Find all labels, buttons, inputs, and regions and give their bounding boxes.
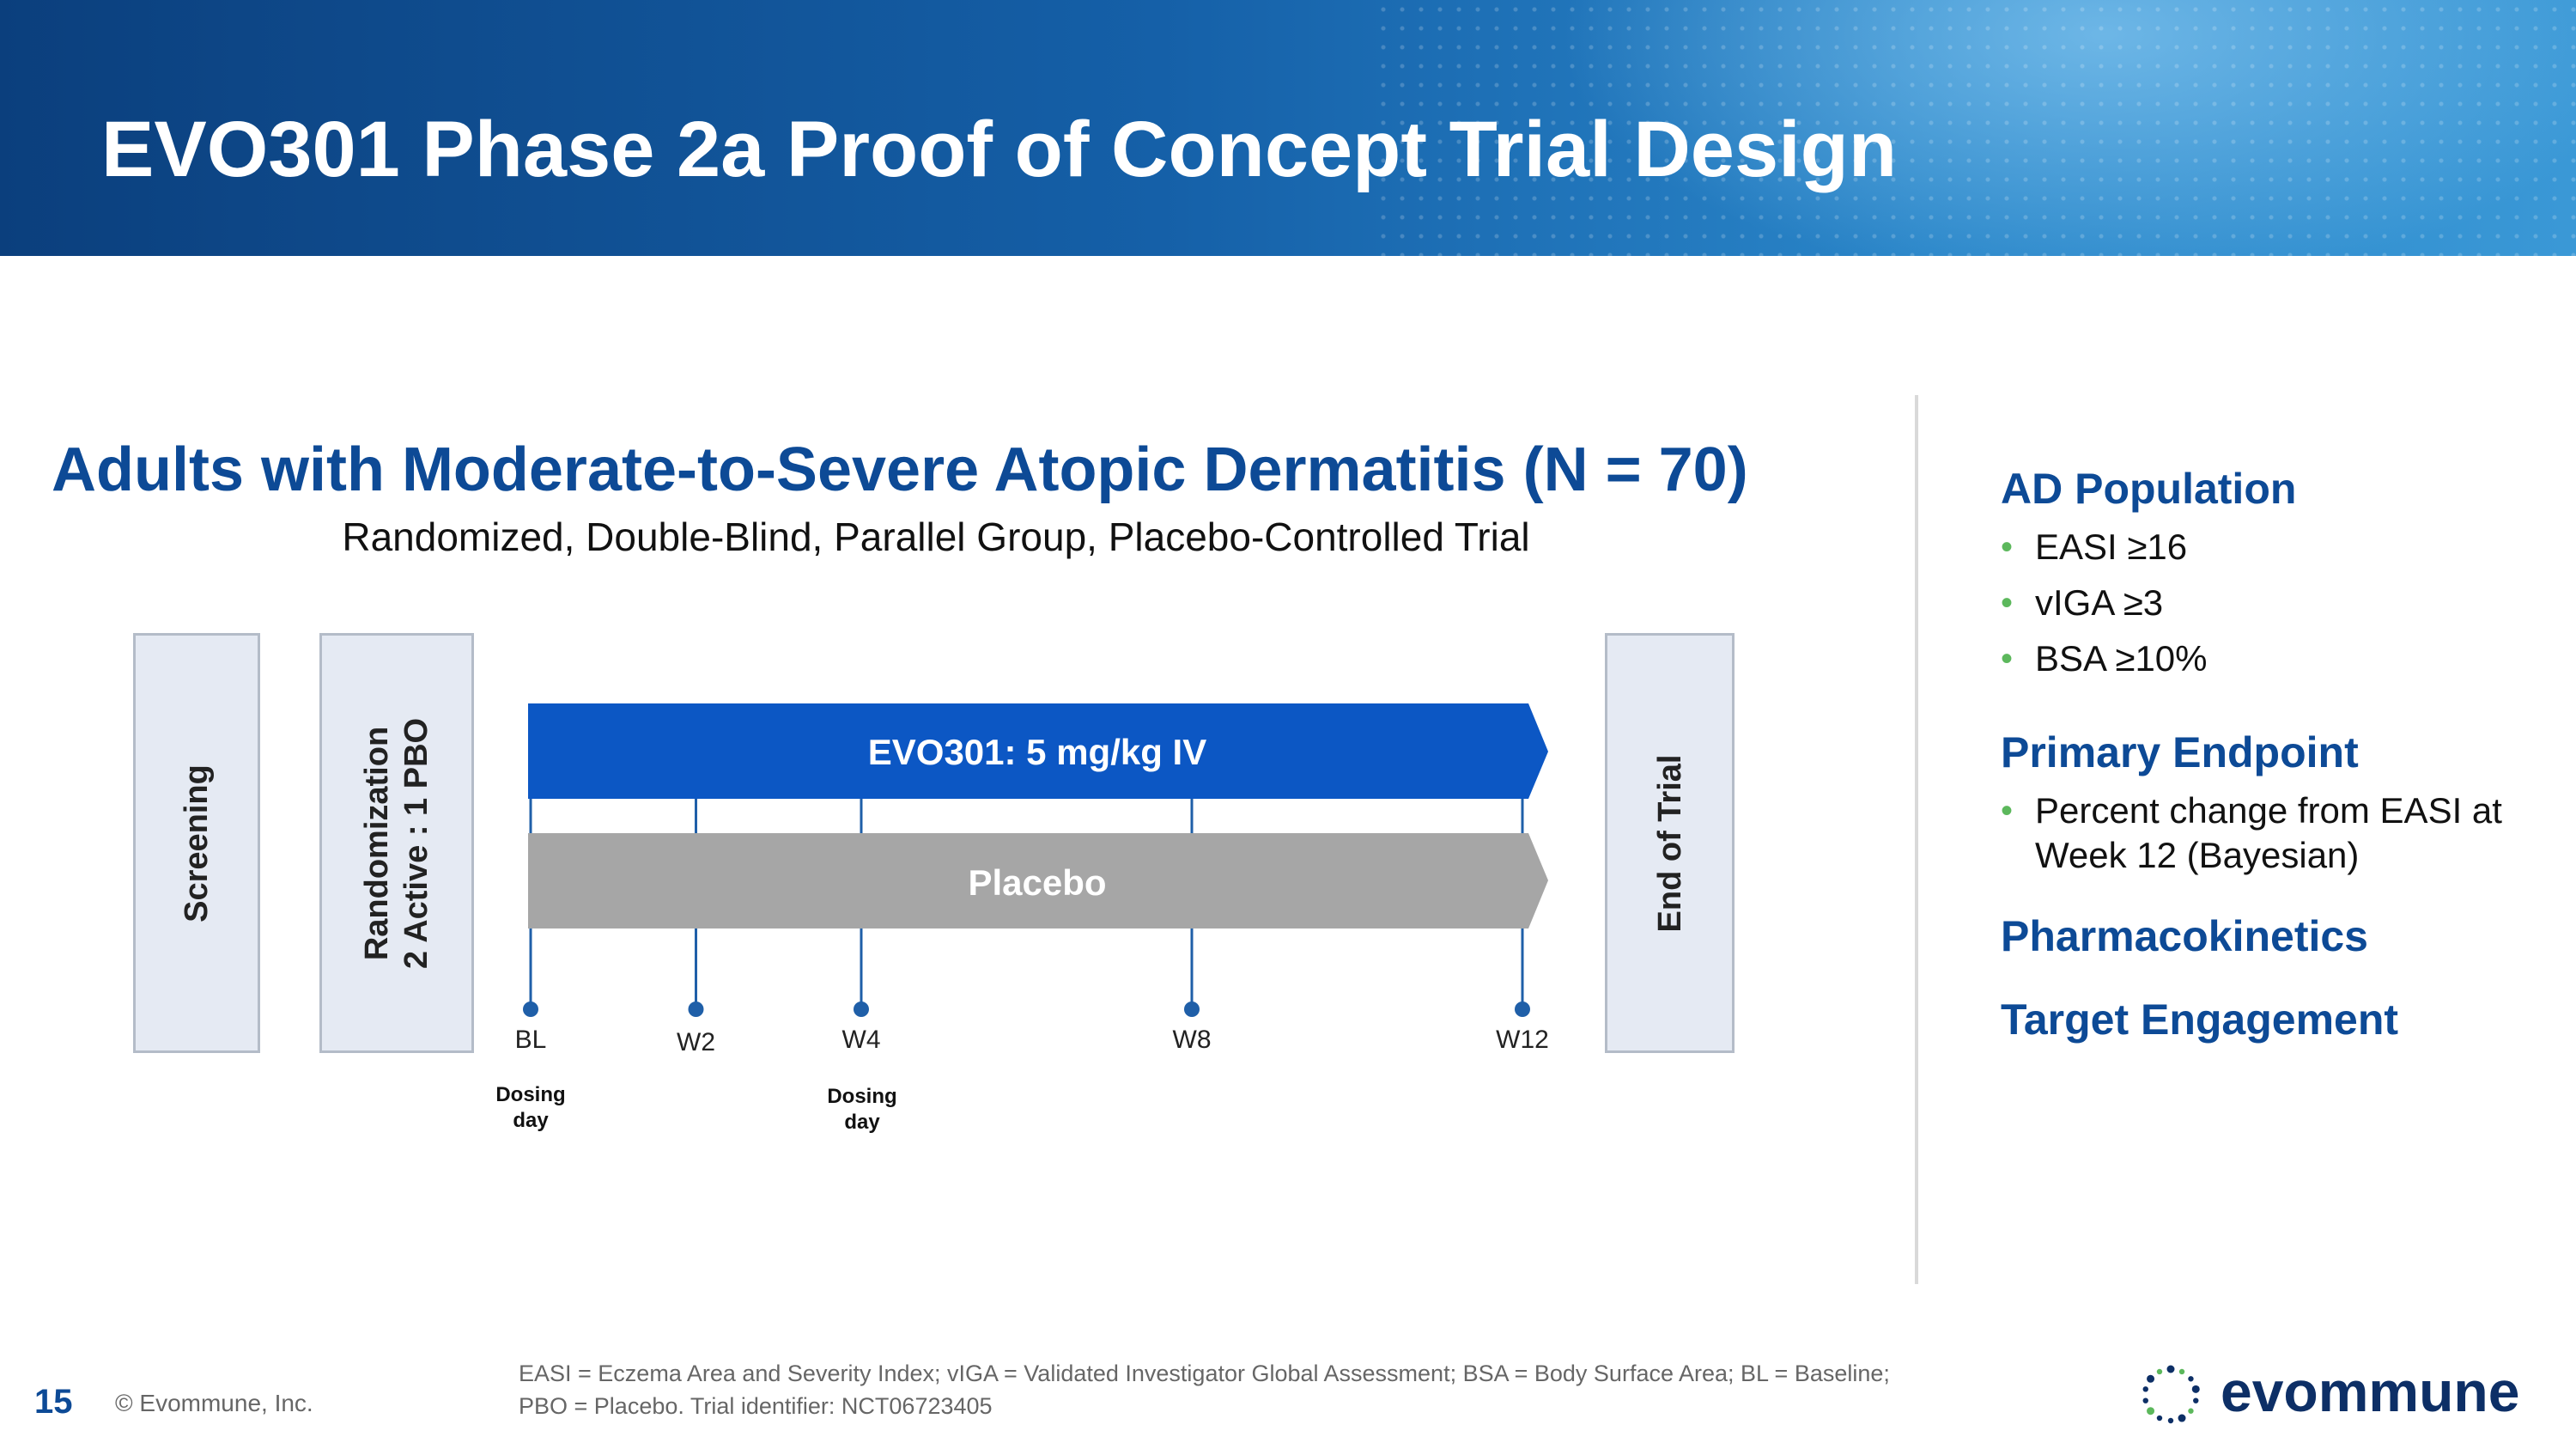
end-of-trial-label: End of Trial xyxy=(1651,754,1688,932)
page-title: EVO301 Phase 2a Proof of Concept Trial D… xyxy=(101,106,1898,193)
population-heading: AD Population xyxy=(2001,465,2297,513)
timepoint-label: W12 xyxy=(1496,1026,1549,1054)
footnote: EASI = Eczema Area and Severity Index; v… xyxy=(519,1357,1996,1422)
logo-dot xyxy=(2156,1368,2163,1375)
vertical-divider xyxy=(1915,395,1918,1284)
screening-label: Screening xyxy=(179,764,215,922)
dosing-line1: Dosing xyxy=(827,1085,897,1108)
header-dot-pattern xyxy=(1374,0,2576,256)
endpoint-heading: Primary Endpoint xyxy=(2001,728,2359,776)
randomization-label: Randomization 2 Active : 1 PBO xyxy=(357,717,436,968)
timepoint-label: W2 xyxy=(677,1028,715,1056)
placebo-arm-label: Placebo xyxy=(968,862,1106,903)
logo-ring-icon xyxy=(2142,1365,2200,1424)
logo-dot xyxy=(2142,1397,2148,1403)
logo-dot xyxy=(2188,1376,2194,1382)
logo-dot xyxy=(2156,1415,2163,1422)
logo-dot xyxy=(2167,1417,2174,1424)
population-item: BSA ≥10% xyxy=(2001,636,2208,681)
logo-dot xyxy=(2193,1397,2199,1403)
timeline-lines xyxy=(529,799,1524,1009)
logo-dot xyxy=(2178,1368,2185,1375)
timepoint-label: BL xyxy=(514,1026,547,1054)
header-banner: EVO301 Phase 2a Proof of Concept Trial D… xyxy=(0,0,2576,256)
logo-dot xyxy=(2147,1407,2155,1416)
timepoint-label: W4 xyxy=(841,1026,881,1054)
pk-heading: Pharmacokinetics xyxy=(2001,912,2368,960)
timepoint-dot xyxy=(1515,1002,1530,1017)
dosing-day-label-w4: Dosing day xyxy=(827,1084,896,1135)
logo-dot xyxy=(2191,1385,2200,1393)
study-subheading: Randomized, Double-Blind, Parallel Group… xyxy=(342,514,1530,559)
end-of-trial-box: End of Trial xyxy=(1605,633,1735,1053)
timeline-dots xyxy=(523,1002,1530,1017)
footnote-line1: EASI = Eczema Area and Severity Index; v… xyxy=(519,1361,1890,1386)
logo-dot xyxy=(2142,1386,2148,1392)
placebo-arm-arrow xyxy=(528,833,1548,928)
endpoint-item: Percent change from EASI at Week 12 (Bay… xyxy=(2001,788,2550,878)
timepoint-dot xyxy=(523,1002,538,1017)
page-number: 15 xyxy=(34,1383,73,1421)
population-list: EASI ≥16 vIGA ≥3 BSA ≥10% xyxy=(2001,525,2208,692)
endpoint-list: Percent change from EASI at Week 12 (Bay… xyxy=(2001,788,2550,889)
logo-dot xyxy=(2147,1374,2155,1383)
target-engagement-heading: Target Engagement xyxy=(2001,995,2399,1044)
logo-dot xyxy=(2178,1414,2186,1422)
dosing-line2: day xyxy=(513,1109,549,1132)
timepoint-dot xyxy=(854,1002,869,1017)
timepoint-dot xyxy=(1184,1002,1200,1017)
screening-box: Screening xyxy=(133,633,260,1053)
dosing-day-label-bl: Dosing day xyxy=(495,1082,565,1134)
active-arm-label: EVO301: 5 mg/kg IV xyxy=(868,732,1207,772)
footnote-line2: PBO = Placebo. Trial identifier: NCT0672… xyxy=(519,1393,993,1419)
timepoint-label: W8 xyxy=(1172,1026,1212,1054)
population-item: vIGA ≥3 xyxy=(2001,581,2208,625)
dosing-line1: Dosing xyxy=(495,1083,566,1106)
logo-dot xyxy=(2166,1365,2175,1373)
copyright: © Evommune, Inc. xyxy=(115,1390,313,1416)
randomization-box: Randomization 2 Active : 1 PBO xyxy=(319,633,474,1053)
dosing-line2: day xyxy=(844,1111,880,1134)
logo-text: evommune xyxy=(2221,1360,2520,1423)
timepoint-dot xyxy=(688,1002,704,1017)
active-arm-arrow xyxy=(528,703,1548,799)
randomization-line2: 2 Active : 1 PBO xyxy=(398,717,434,969)
randomization-line1: Randomization xyxy=(359,726,395,960)
population-item: EASI ≥16 xyxy=(2001,525,2208,569)
logo-dot xyxy=(2188,1408,2194,1414)
evommune-logo: evommune xyxy=(2135,1360,2538,1428)
study-heading: Adults with Moderate-to-Severe Atopic De… xyxy=(52,435,1748,504)
